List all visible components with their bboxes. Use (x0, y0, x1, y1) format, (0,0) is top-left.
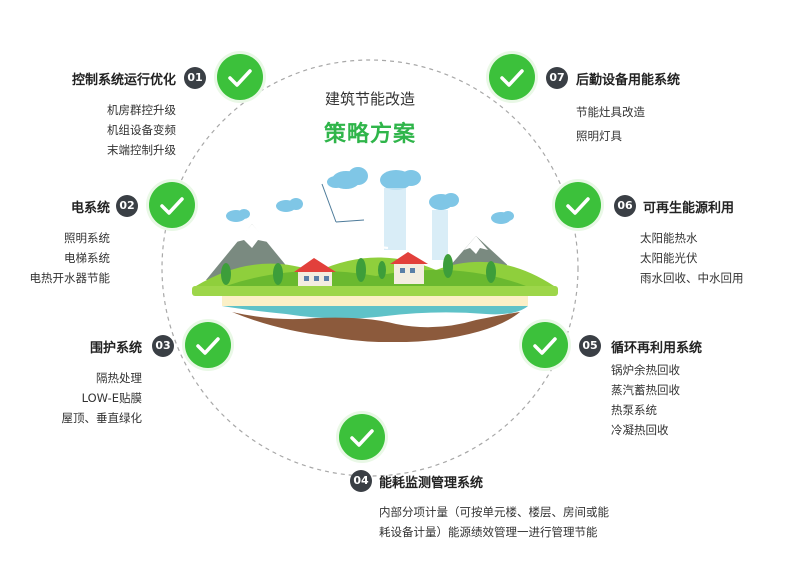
item-sub: 耗设备计量）能源绩效管理一进行管理节能 (379, 525, 598, 539)
item-number-03: 03 (152, 335, 174, 357)
item-number-07: 07 (546, 67, 568, 89)
item-sub: 照明灯具 (576, 129, 622, 143)
eco-island-illustration (192, 167, 558, 342)
item-subs-07: 节能灶具改造 照明灯具 (576, 100, 645, 148)
center-subheading: 策略方案 (323, 122, 416, 147)
item-sub: 屋顶、垂直绿化 (61, 411, 143, 425)
item-sub: 照明系统 (64, 231, 110, 245)
item-title-01: 控制系统运行优化 (71, 73, 176, 88)
item-sub: 电梯系统 (64, 251, 110, 265)
item-title-06: 可再生能源利用 (643, 201, 735, 216)
item-sub: 隔热处理 (96, 371, 142, 385)
item-sub: 内部分项计量（可按单元楼、楼层、房间或能 (379, 505, 609, 519)
item-title-04: 能耗监测管理系统 (379, 476, 484, 491)
check-icon (185, 322, 231, 368)
item-subs-05: 锅炉余热回收 蒸汽蓄热回收 热泵系统 冷凝热回收 (611, 360, 680, 440)
item-sub: 末端控制升级 (107, 143, 176, 157)
item-title-07: 后勤设备用能系统 (576, 73, 681, 88)
item-sub: 太阳能热水 (640, 231, 698, 245)
item-title-03: 围护系统 (89, 341, 142, 356)
item-sub: 蒸汽蓄热回收 (611, 383, 680, 397)
item-subs-04: 内部分项计量（可按单元楼、楼层、房间或能 耗设备计量）能源绩效管理一进行管理节能 (379, 502, 609, 542)
item-subs-01: 机房群控升级 机组设备变频 末端控制升级 (107, 100, 176, 160)
item-sub: 节能灶具改造 (576, 105, 645, 119)
check-icon (217, 54, 263, 100)
item-sub: 雨水回收、中水回用 (640, 271, 744, 285)
item-sub: 冷凝热回收 (611, 423, 669, 437)
item-number-01: 01 (184, 67, 206, 89)
item-title-05: 循环再利用系统 (611, 341, 703, 356)
item-sub: 机房群控升级 (107, 103, 176, 117)
item-subs-02: 照明系统 电梯系统 电热开水器节能 (30, 228, 111, 288)
item-number-02: 02 (116, 195, 138, 217)
item-sub: 太阳能光伏 (640, 251, 698, 265)
check-icon (555, 182, 601, 228)
item-sub: 机组设备变频 (107, 123, 176, 137)
item-sub: 电热开水器节能 (29, 271, 111, 285)
center-heading: 建筑节能改造 (324, 90, 415, 108)
item-subs-06: 太阳能热水 太阳能光伏 雨水回收、中水回用 (640, 228, 744, 288)
item-sub: LOW-E贴膜 (81, 391, 142, 405)
item-number-04: 04 (350, 470, 372, 492)
item-sub: 热泵系统 (611, 403, 657, 417)
item-sub: 锅炉余热回收 (611, 363, 680, 377)
item-number-05: 05 (579, 335, 601, 357)
check-icon (522, 322, 568, 368)
check-icon (149, 182, 195, 228)
item-subs-03: 隔热处理 LOW-E贴膜 屋顶、垂直绿化 (62, 368, 143, 428)
item-title-02: 电系统 (70, 201, 110, 216)
item-number-06: 06 (614, 195, 636, 217)
check-icon (339, 414, 385, 460)
check-icon (489, 54, 535, 100)
